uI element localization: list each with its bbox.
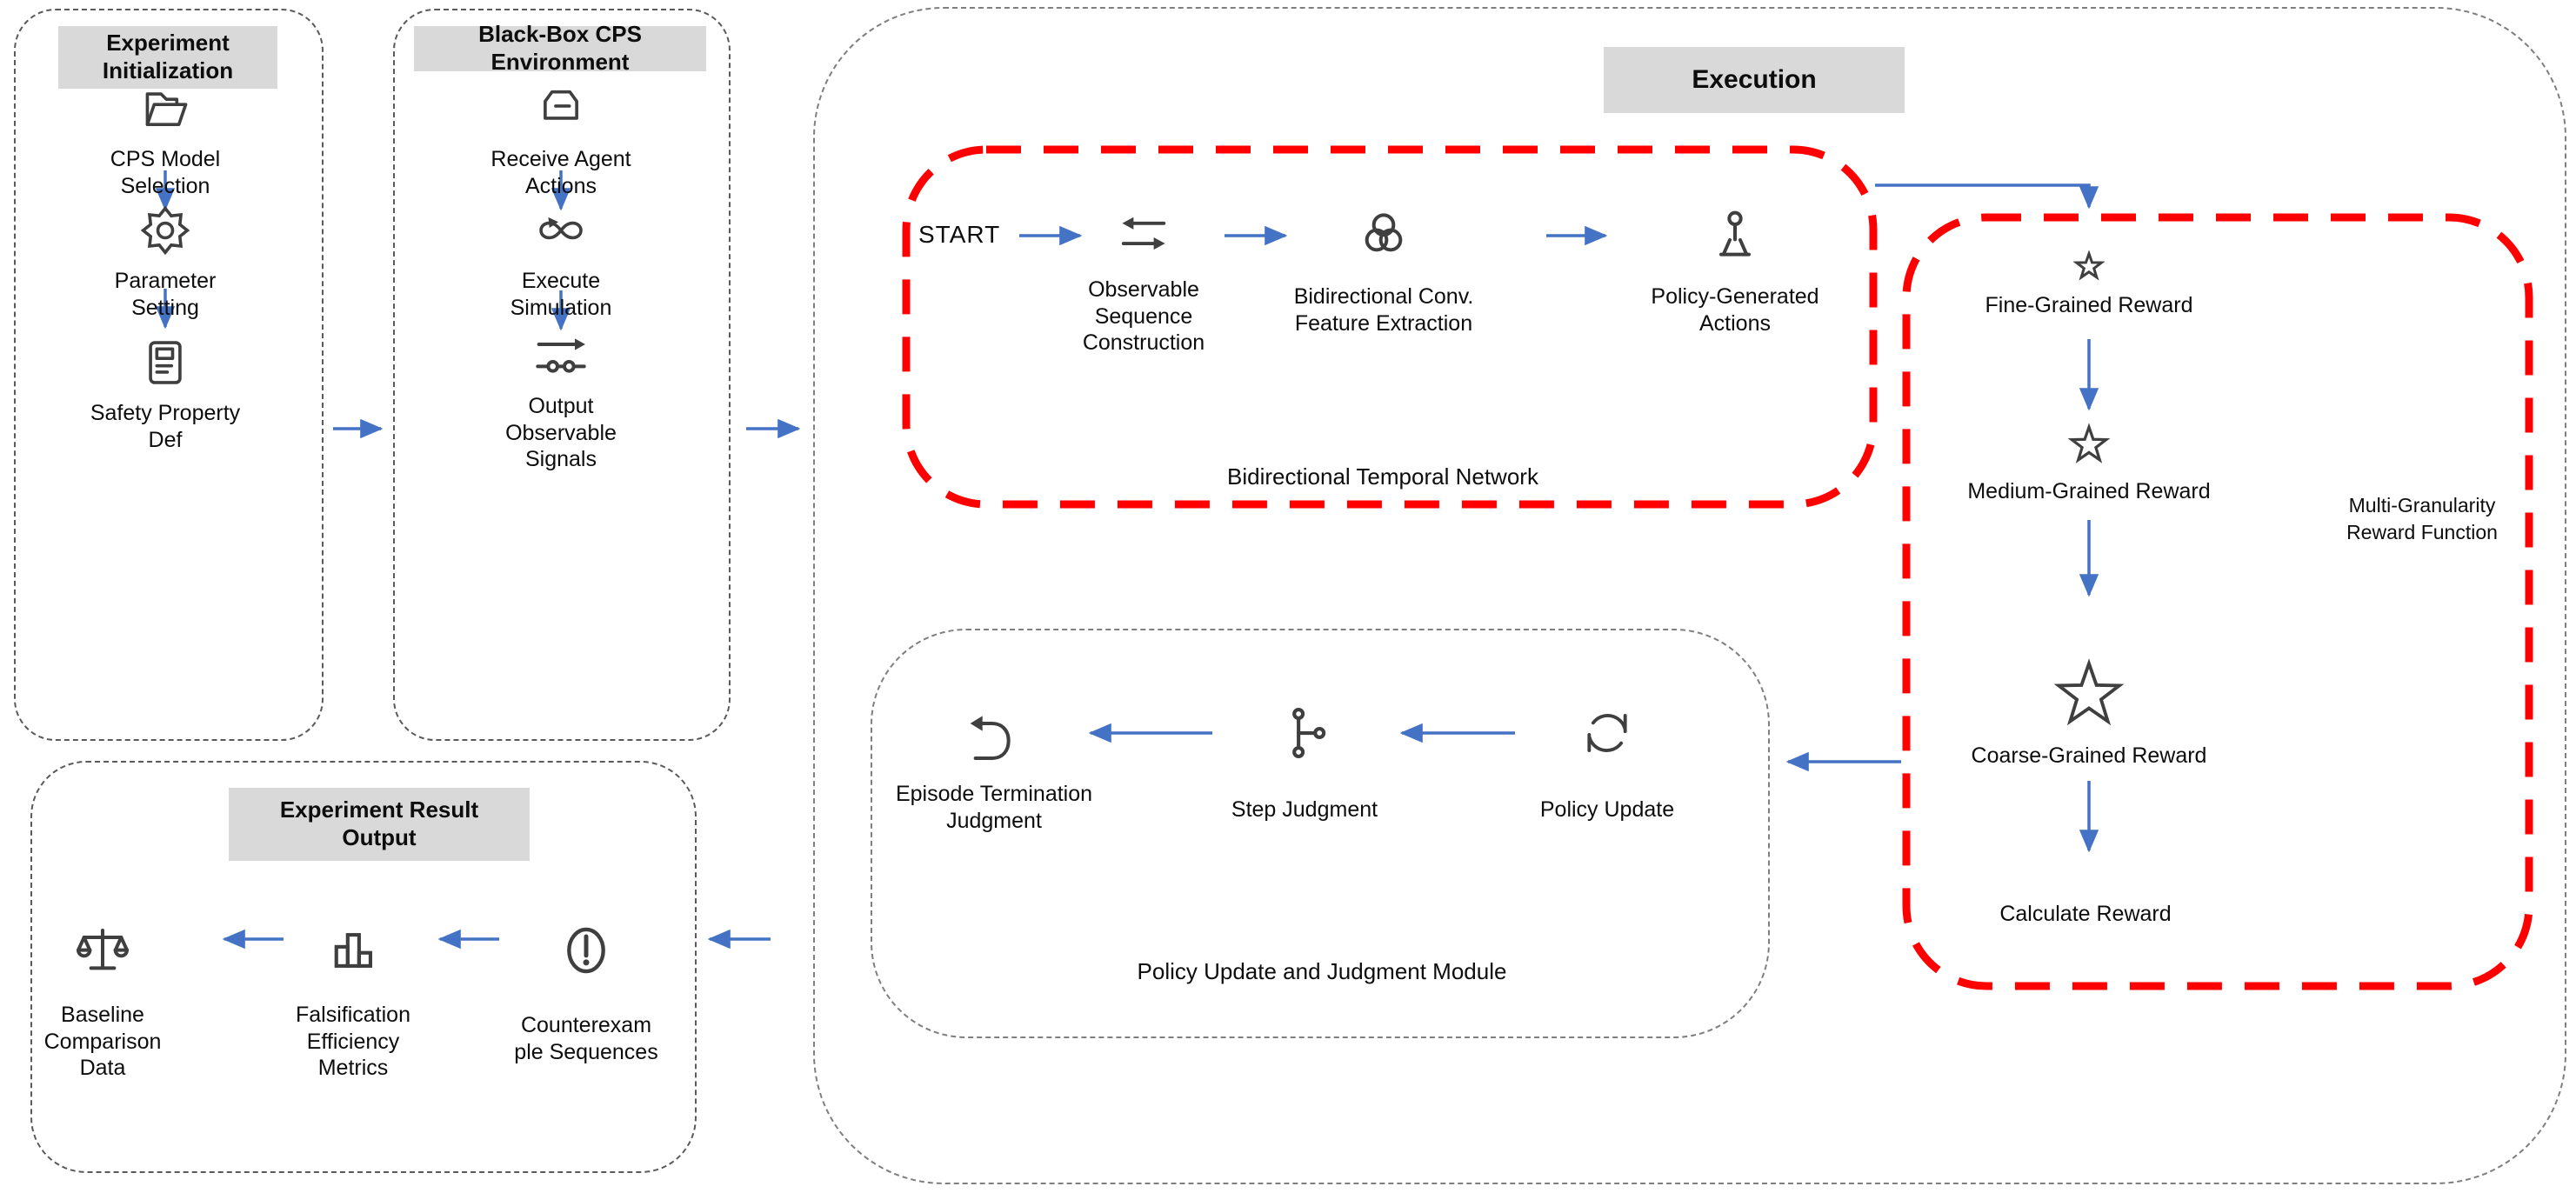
balance-scale-icon [77,929,129,970]
star-large-icon [2053,658,2125,726]
start-label: START [918,221,1001,248]
node-label: Calculate Reward [1999,902,2172,926]
gear-icon [140,205,190,256]
node-coarse-grained-reward: Coarse-Grained Reward [1959,656,2219,770]
node-safety-property-def: Safety Property Def [35,337,296,453]
node-label: Episode Termination Judgment [895,782,1093,833]
node-label: Execute Simulation [510,269,612,320]
step-branch-icon [1292,707,1326,759]
node-counterexample-sequences: Counterexam ple Sequences [456,918,717,1065]
node-fine-grained-reward: Fine-Grained Reward [1959,250,2219,319]
node-policy-generated-actions: Policy-Generated Actions [1605,207,1865,337]
output-signal-icon [536,338,586,373]
node-bidirectional-conv-feature-extraction: Bidirectional Conv. Feature Extraction [1253,207,1514,337]
receive-box-icon [544,90,578,120]
node-label: Output Observable Signals [505,394,617,471]
node-episode-termination-judgment: Episode Termination Judgment [864,706,1124,834]
experiment-result-output-title: Experiment Result Output [229,788,530,861]
node-label: Fine-Grained Reward [1985,293,2193,317]
node-label: Falsification Efficiency Metrics [296,1003,410,1080]
alert-circle-icon [567,927,605,974]
blackbox-cps-environment-title: Black-Box CPS Environment [414,21,706,75]
node-label: Coarse-Grained Reward [1971,743,2207,768]
execution-container [813,7,2566,1184]
person-marker-icon [1719,210,1751,257]
node-cps-model-selection: CPS Model Selection [35,83,296,199]
node-step-judgment: Step Judgment [1174,704,1435,823]
node-policy-update: Policy Update [1477,706,1738,823]
folder-icon [145,92,188,126]
swap-arrows-icon [1121,217,1166,250]
experiment-initialization-box [14,9,324,741]
star-medium-icon [2067,423,2111,463]
undo-arrow-icon [970,716,1011,760]
blackbox-cps-environment-box [393,9,731,741]
node-label: Observable Sequence Construction [1082,277,1205,355]
bidirectional-temporal-network-caption: Bidirectional Temporal Network [1227,463,1538,490]
star-small-icon [2073,250,2105,281]
node-falsification-efficiency-metrics: Falsification Efficiency Metrics [223,922,484,1082]
node-receive-agent-actions: Receive Agent Actions [430,83,691,199]
node-label: Bidirectional Conv. Feature Extraction [1293,284,1474,336]
node-label: Policy-Generated Actions [1651,284,1819,336]
node-medium-grained-reward: Medium-Grained Reward [1959,423,2219,505]
node-label: Counterexam ple Sequences [514,1013,658,1064]
policy-update-judgment-box [871,629,1770,1038]
node-label: Medium-Grained Reward [1967,479,2211,503]
node-label: Receive Agent Actions [491,147,631,198]
node-label: CPS Model Selection [110,147,221,198]
node-label: Baseline Comparison Data [43,1003,162,1080]
bar-chart-icon [334,933,372,968]
experiment-initialization-title: Experiment Initialization [58,26,277,89]
policy-update-judgment-caption: Policy Update and Judgment Module [1137,958,1507,984]
node-baseline-comparison-data: Baseline Comparison Data [0,923,233,1082]
node-output-observable-signals: Output Observable Signals [430,334,691,473]
node-label: Parameter Setting [114,269,217,320]
node-parameter-setting: Parameter Setting [35,205,296,321]
execution-title: Execution [1604,47,1905,113]
loop-icon [539,217,583,240]
node-calculate-reward: Calculate Reward [1955,901,2216,928]
refresh-icon [1587,714,1627,752]
multi-granularity-reward-caption: Multi-Granularity Reward Function [2346,494,2498,544]
experiment-result-output-box [30,761,697,1173]
node-observable-sequence-construction: Observable Sequence Construction [1013,209,1274,357]
safety-doc-icon [149,341,182,384]
node-execute-simulation: Execute Simulation [430,205,691,321]
node-label: Policy Update [1539,797,1675,822]
node-label: Step Judgment [1231,797,1378,822]
overlapping-circles-icon [1365,213,1403,252]
node-label: Safety Property Def [90,401,241,452]
